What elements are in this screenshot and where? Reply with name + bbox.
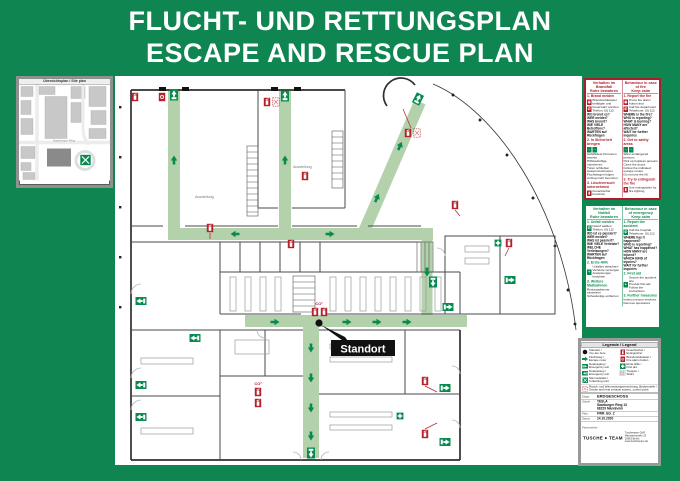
first-aid-icon: + — [587, 269, 592, 275]
phone-icon: ✆ — [623, 229, 628, 236]
smoke-exhaust-icon — [582, 385, 588, 392]
first-aid-icon — [619, 363, 626, 369]
site-boundary — [119, 83, 577, 331]
legend-header: Legende / Legend — [581, 342, 658, 348]
furniture — [140, 245, 490, 435]
extinguisher-icon: ▮ — [623, 187, 628, 193]
doors — [130, 247, 461, 461]
phone-icon: ✆ — [587, 106, 592, 113]
legend-item: Sammelstelle /Collecting point — [582, 377, 620, 383]
standort-dot-icon — [582, 349, 588, 355]
exit-jambs — [159, 87, 301, 91]
legend-item: Treppen /Stairs — [619, 370, 658, 376]
floor-value: ERDGESCHOSS — [597, 394, 629, 399]
exit-man-icon: → — [587, 147, 592, 153]
fire-alarm-button-icon — [620, 356, 626, 362]
page-title: FLUCHT- UND RETTUNGSPLAN ESCAPE AND RESC… — [0, 5, 680, 69]
site-plan-map: Saarburger Ring — [19, 84, 110, 181]
legend-item: Erste Hilfe /First aid — [619, 363, 658, 369]
legend-column-left: Standort /You are here Fluchtweg /Escape… — [582, 349, 620, 384]
object-value: TESLA Saarburger Ring 13 68229 Mannheim — [597, 400, 627, 411]
title-block-plan: Plan: FWR_EG_2 — [581, 412, 658, 417]
co2-label-2: CO² — [254, 381, 262, 386]
exit-arrow-icon: → — [592, 147, 597, 153]
date-value: 14.10.2020 — [597, 417, 614, 421]
collecting-point-marker — [79, 154, 92, 166]
stairs-icon — [619, 370, 626, 376]
room-label-ausstellung-1: Ausstellung — [195, 195, 214, 199]
plan-value: FWR_EG_2 — [597, 412, 615, 416]
legend-item: Brandmeldetaster /Fire alarm button — [620, 356, 658, 362]
site-plan: Übersichtsplan / Site plan — [16, 76, 113, 188]
first-aid-icon: + — [623, 282, 628, 288]
floor-plan-drawing: Ausstellung Ausstellung CO² CO² Standort — [115, 76, 582, 465]
fire-alarm-button-icon: ◉ — [623, 99, 628, 106]
title-english: ESCAPE AND RESCUE PLAN — [145, 38, 535, 68]
emergency-exit-sign-icon — [582, 363, 588, 369]
extinguisher-icon: ▮ — [587, 190, 592, 196]
creator-logo: TUSCHE ● TEAM — [583, 435, 623, 441]
extinguisher-icon — [620, 349, 626, 355]
legend-and-title-block: Legende / Legend Standort /You are here … — [578, 338, 661, 466]
standort-marker: Standort — [315, 319, 395, 356]
room-label-ausstellung-2: Ausstellung — [293, 165, 312, 169]
standort-label: Standort — [340, 344, 386, 356]
emergency-exit-sign-icon — [582, 370, 588, 376]
site-plan-header: Übersichtsplan / Site plan — [19, 79, 110, 85]
exit-man-icon: → — [623, 147, 628, 153]
collecting-point-icon — [582, 377, 588, 383]
floor-plan: Ausstellung Ausstellung CO² CO² Standort — [115, 76, 582, 465]
title-block-creator: TUSCHE ● TEAM Tuscheteam GbR Mansteinstr… — [582, 431, 657, 445]
title-block-date: Datum: 14.10.2020 — [581, 417, 658, 422]
title-block-floor: Etage: ERDGESCHOSS — [581, 394, 658, 400]
legend-item-smoke-exhaust: Rauch- und Wärmeabzugseinrichtung, Bedie… — [581, 384, 658, 393]
title-german: FLUCHT- UND RETTUNGSPLAN — [128, 6, 552, 36]
fire-alarm-button-icon: ◉ — [587, 99, 592, 106]
creator-label: Planersteller: — [582, 426, 599, 430]
street-label: Saarburger Ring — [53, 139, 75, 143]
phone-icon: ✆ — [587, 225, 592, 232]
walls — [130, 77, 461, 461]
title-block-object: Objekt: TESLA Saarburger Ring 13 68229 M… — [581, 400, 658, 412]
phone-icon: ✆ — [623, 106, 628, 113]
legend-item: Notausstieg /Emergency exit — [582, 370, 620, 376]
legend-item: Fluchtweg /Escape route — [582, 356, 620, 362]
legend-column-right: Feuerlöscher /Extinguisher Brandmeldetas… — [619, 349, 658, 384]
icon-leaders — [209, 108, 510, 430]
site-highlighted-building — [47, 148, 71, 167]
escape-route-arrow-icon — [582, 356, 588, 362]
site-streets — [19, 84, 110, 181]
exit-arrow-icon: → — [629, 147, 634, 153]
legend-item: Notausgang /Emergency exit — [582, 363, 620, 369]
title-block: Etage: ERDGESCHOSS Objekt: TESLA Saarbur… — [581, 392, 658, 446]
legend-item: Feuerlöscher /Extinguisher — [620, 349, 658, 355]
legend-item: Standort /You are here — [582, 349, 620, 355]
co2-label-1: CO² — [315, 301, 323, 306]
creator-address: Tuscheteam GbR Mansteinstraße 23 10963 B… — [624, 431, 648, 444]
